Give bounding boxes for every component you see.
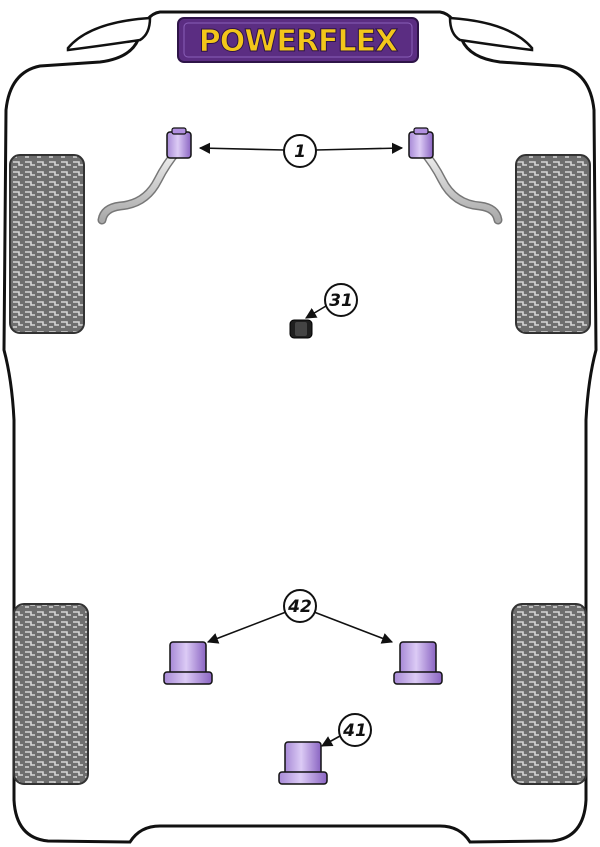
callout-31-label: 31	[329, 291, 353, 311]
callout-41-label: 41	[342, 721, 367, 741]
powerflex-logo: POWERFLEX	[177, 17, 419, 63]
bush-1-right	[408, 127, 434, 159]
callout-1-label: 1	[294, 142, 306, 162]
leader-42-left	[206, 611, 287, 644]
bush-41	[278, 741, 328, 785]
car-body-outline	[2, 10, 598, 844]
rear-left-tyre	[13, 603, 89, 785]
callout-42: 42	[283, 589, 317, 623]
leader-1-left	[198, 142, 285, 154]
front-left-tyre	[9, 154, 85, 334]
leader-41	[321, 735, 341, 747]
callout-31: 31	[324, 283, 358, 317]
callout-41: 41	[338, 713, 372, 747]
leader-31	[305, 305, 327, 319]
bush-42-left	[163, 641, 213, 685]
rear-right-tyre	[511, 603, 587, 785]
logo-text: POWERFLEX	[199, 24, 398, 59]
left-front-wing	[66, 16, 152, 52]
callout-42-label: 42	[287, 597, 312, 617]
front-right-tyre	[515, 154, 591, 334]
bush-42-right	[393, 641, 443, 685]
bush-1-left	[166, 127, 192, 159]
right-front-wing	[448, 16, 534, 52]
leader-42-right	[313, 611, 394, 644]
bush-31	[289, 319, 313, 339]
callout-1: 1	[283, 134, 317, 168]
leader-1-right	[315, 142, 404, 154]
